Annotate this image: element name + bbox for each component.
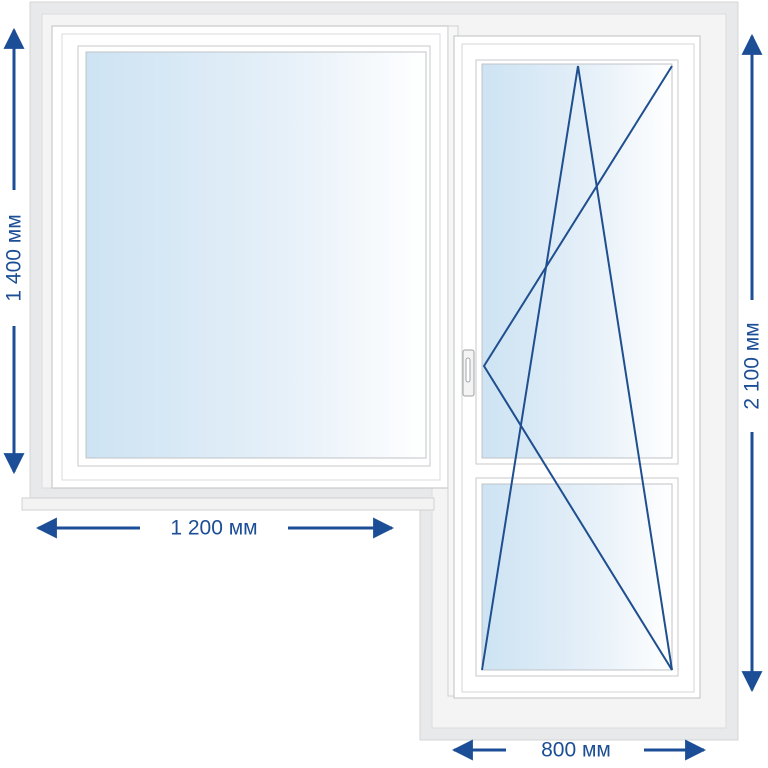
window-width-label: 1 200 мм [170,517,257,540]
opening-scheme [481,65,673,671]
door-handle-icon [462,349,475,397]
window-glass [85,51,427,459]
turn-opening-line [482,65,673,671]
dimension-door-width: 800 мм [451,739,707,762]
door-width-label: 800 мм [541,739,611,762]
tilt-opening-line [481,65,673,671]
balcony-door [453,35,701,699]
window-sill [21,497,435,511]
window-height-label: 1 400 мм [3,214,26,301]
dimension-door-height: 2 100 мм [741,33,764,693]
door-lower-glass [481,483,673,671]
door-height-label: 2 100 мм [741,322,764,409]
dimension-window-height: 1 400 мм [3,27,26,475]
dimension-window-width: 1 200 мм [35,517,395,540]
fixed-window [51,25,449,489]
door-upper-glass [481,63,673,459]
